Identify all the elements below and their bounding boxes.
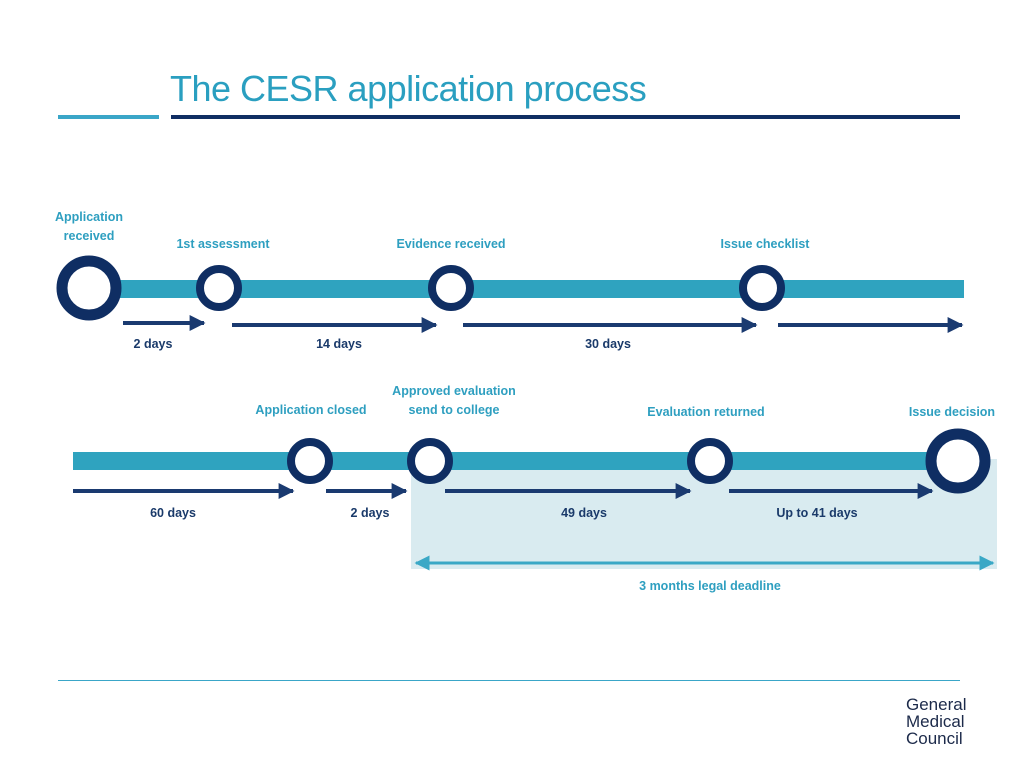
milestone-issue-checklist-ring xyxy=(739,265,785,311)
duration-label-2-days: 2 days xyxy=(134,337,173,351)
milestone-evaluation-returned-ring xyxy=(687,438,733,484)
milestone-application-received-ring xyxy=(56,255,122,321)
milestone-issue-decision-ring xyxy=(925,428,991,494)
milestone-label-approved-evaluation-2: send to college xyxy=(409,403,500,417)
milestone-label-application-received-2: received xyxy=(64,229,115,243)
footer-rule xyxy=(58,680,960,681)
duration-label-30-days: 30 days xyxy=(585,337,631,351)
milestone-1st-assessment-ring xyxy=(196,265,242,311)
logo-line-3: Council xyxy=(906,729,963,748)
logo-line-2: Medical xyxy=(906,712,965,731)
milestone-label-issue-decision: Issue decision xyxy=(909,405,995,419)
milestone-label-evaluation-returned: Evaluation returned xyxy=(647,405,764,419)
milestone-label-application-received-1: Application xyxy=(55,210,123,224)
milestone-label-evidence-received: Evidence received xyxy=(396,237,505,251)
duration-label-14-days: 14 days xyxy=(316,337,362,351)
logo-line-1: General xyxy=(906,695,967,714)
milestone-label-application-closed: Application closed xyxy=(255,403,366,417)
duration-label-60-days: 60 days xyxy=(150,506,196,520)
duration-label-up-to-41-days: Up to 41 days xyxy=(776,506,857,520)
milestone-label-1st-assessment: 1st assessment xyxy=(176,237,270,251)
milestone-application-closed-ring xyxy=(287,438,333,484)
gmc-logo: General Medical Council xyxy=(906,696,966,747)
page-title: The CESR application process xyxy=(170,68,647,109)
title-rule-accent xyxy=(58,115,159,119)
milestone-evidence-received-ring xyxy=(428,265,474,311)
title-rule xyxy=(171,115,960,119)
milestone-label-approved-evaluation-1: Approved evaluation xyxy=(392,384,516,398)
milestone-approved-evaluation-ring xyxy=(407,438,453,484)
duration-label-2-days-row2: 2 days xyxy=(351,506,390,520)
duration-label-49-days: 49 days xyxy=(561,506,607,520)
deadline-label: 3 months legal deadline xyxy=(639,579,781,593)
milestone-label-issue-checklist: Issue checklist xyxy=(721,237,811,251)
row2-track xyxy=(73,452,963,470)
